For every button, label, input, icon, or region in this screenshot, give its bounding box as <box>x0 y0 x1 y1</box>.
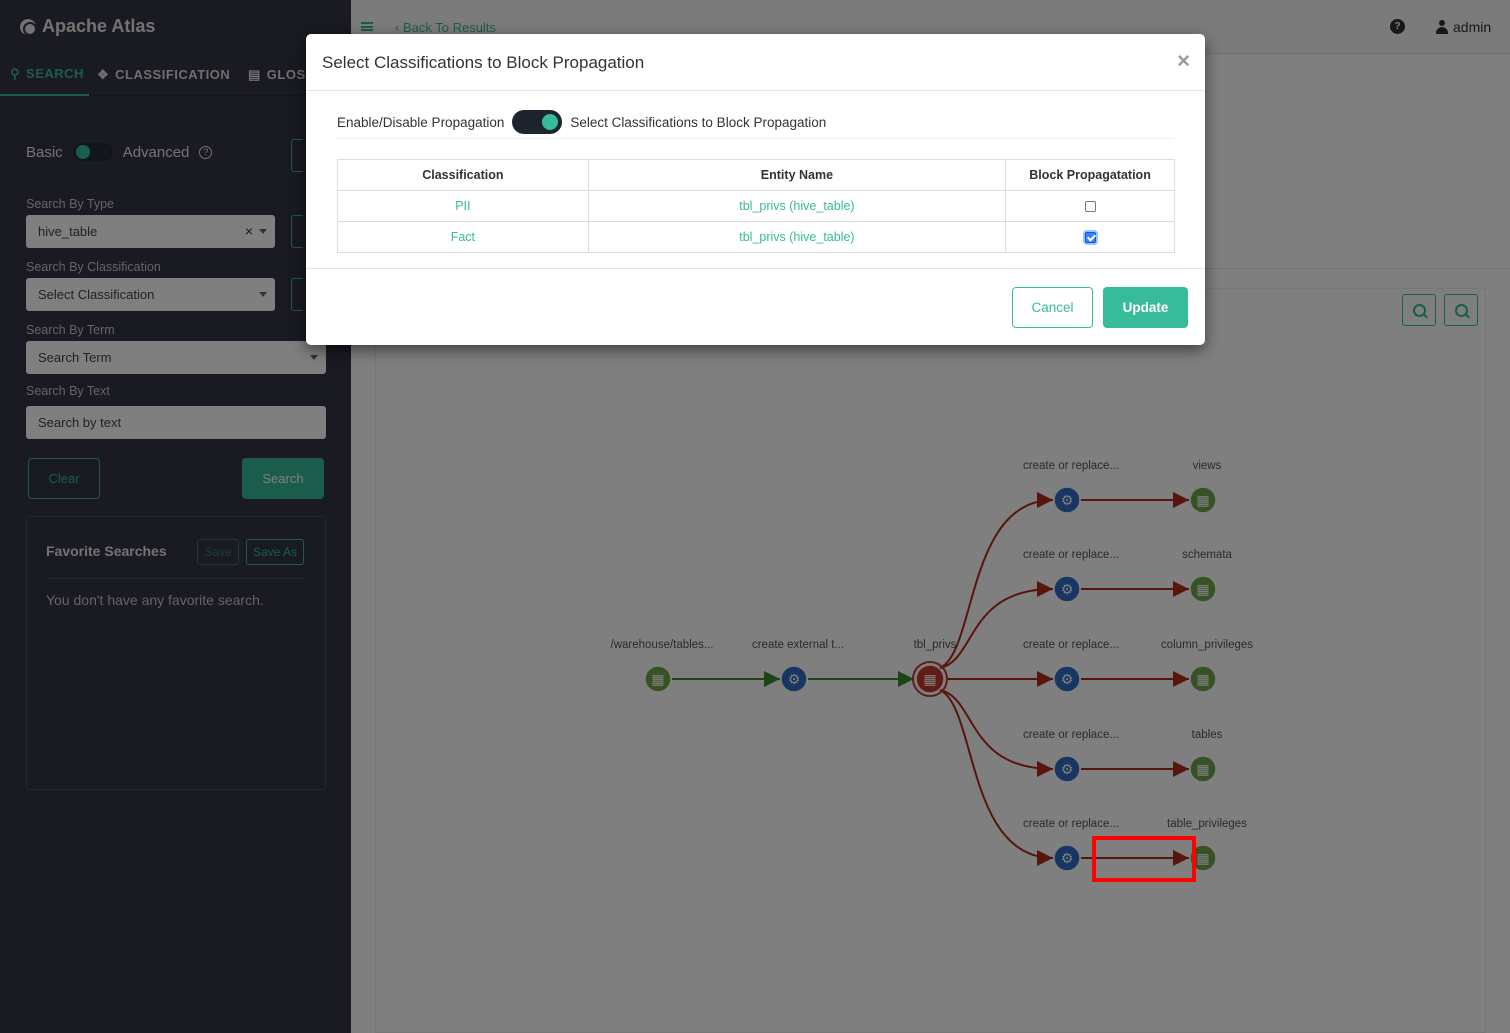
classification-link[interactable]: PII <box>337 190 589 222</box>
entity-link[interactable]: tbl_privs (hive_table) <box>587 221 1007 253</box>
column-header: Entity Name <box>587 159 1007 191</box>
entity-link[interactable]: tbl_privs (hive_table) <box>587 190 1007 222</box>
classification-link[interactable]: Fact <box>337 221 589 253</box>
block-checkbox[interactable] <box>1084 232 1096 244</box>
block-cell <box>1005 190 1175 222</box>
update-button[interactable]: Update <box>1103 287 1188 328</box>
block-cell <box>1005 221 1175 253</box>
toggle-left-label: Enable/Disable Propagation <box>337 114 505 130</box>
column-header: Classification <box>337 159 589 191</box>
classification-table: Classification Entity Name Block Propaga… <box>337 159 1175 253</box>
propagation-toggle-row: Enable/Disable Propagation Select Classi… <box>337 110 826 134</box>
divider <box>337 138 1174 139</box>
modal-title: Select Classifications to Block Propagat… <box>322 53 645 72</box>
block-propagation-modal: Select Classifications to Block Propagat… <box>306 34 1205 345</box>
table-header: Classification Entity Name Block Propaga… <box>337 159 1175 191</box>
divider <box>306 90 1205 91</box>
propagation-switch[interactable] <box>512 110 563 134</box>
table-row: Fact tbl_privs (hive_table) <box>337 221 1175 253</box>
table-row: PII tbl_privs (hive_table) <box>337 190 1175 222</box>
toggle-right-label: Select Classifications to Block Propagat… <box>570 114 827 130</box>
column-header: Block Propagatation <box>1005 159 1175 191</box>
highlight-box <box>1092 836 1196 882</box>
close-icon[interactable]: × <box>1177 48 1190 73</box>
block-checkbox[interactable] <box>1084 201 1096 213</box>
divider <box>306 268 1205 269</box>
cancel-button[interactable]: Cancel <box>1012 287 1093 328</box>
